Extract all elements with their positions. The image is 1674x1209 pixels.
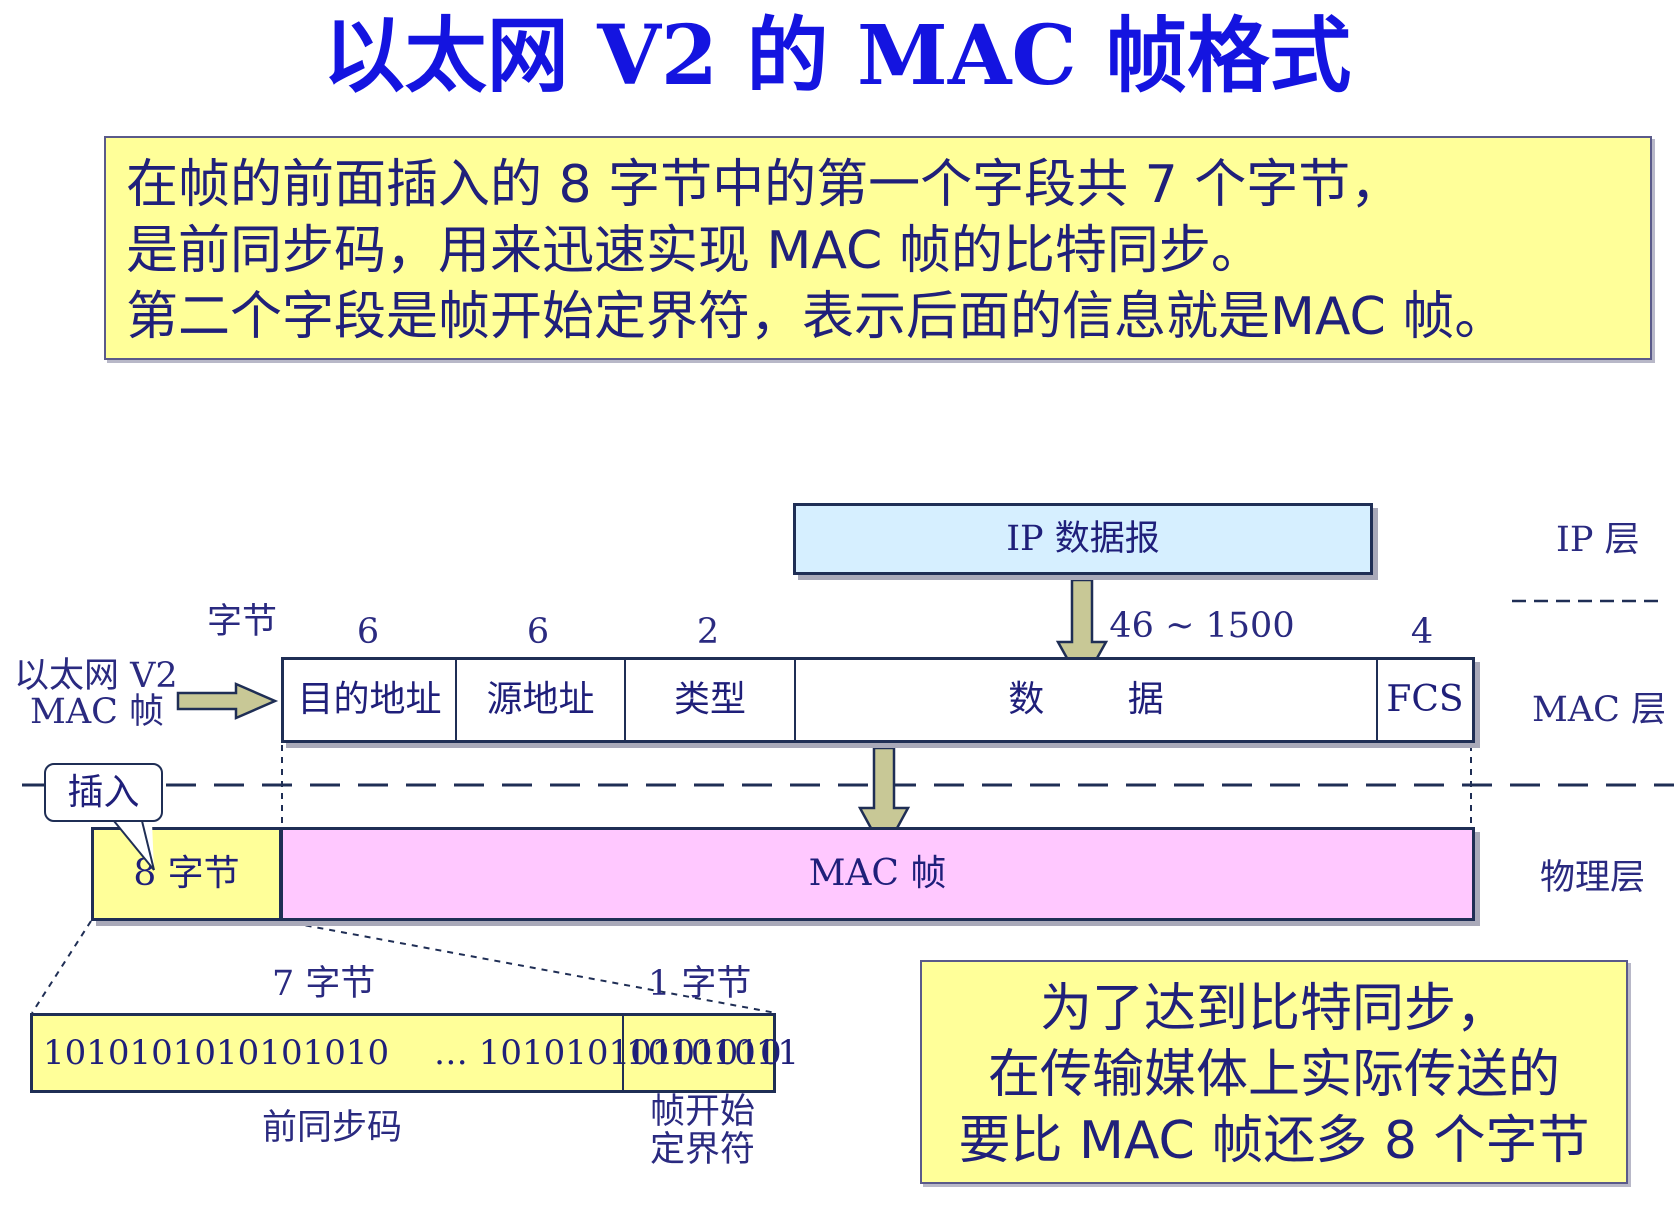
mac-frame-bar: MAC 帧 [280, 827, 1475, 921]
sfd-name-line-1: 帧开始 [650, 1092, 756, 1132]
preamble-name: 前同步码 [262, 1108, 403, 1148]
field-data: 数 据 [796, 660, 1378, 740]
bottom-note-line-2: 在传输媒体上实际传送的 [987, 1045, 1560, 1105]
field-size-data: 46 ~ 1500 [1109, 606, 1295, 646]
field-source-address: 源地址 [457, 660, 626, 740]
top-note-line-2: 是前同步码，用来迅速实现 MAC 帧的比特同步。 [126, 221, 1263, 281]
frame-label-line-1: 以太网 V2 [14, 656, 178, 696]
field-size-src: 6 [526, 612, 550, 652]
sfd-bits: 10101011 [626, 1033, 800, 1073]
top-note-line-1: 在帧的前面插入的 8 字节中的第一个字段共 7 个字节， [126, 155, 1403, 215]
ip-datagram-box: IP 数据报 [793, 503, 1373, 575]
field-dest-address: 目的地址 [284, 660, 457, 740]
field-fcs: FCS [1386, 679, 1464, 720]
layer-label-ip: IP 层 [1556, 520, 1640, 560]
bottom-note-line-1: 为了达到比特同步， [1039, 979, 1508, 1039]
layer-label-physical: 物理层 [1540, 858, 1646, 898]
sfd-name-line-2: 定界符 [650, 1130, 756, 1170]
bits-divider [622, 1016, 624, 1090]
top-note-line-3: 第二个字段是帧开始定界符，表示后面的信息就是MAC 帧。 [126, 287, 1507, 347]
bytes-label: 字节 [207, 602, 278, 642]
preamble-bits: 1010101010101010 … 10101010101010 [43, 1033, 782, 1073]
field-size-dest: 6 [356, 612, 380, 652]
slide-title: 以太网 V2 的 MAC 帧格式 [322, 8, 1352, 104]
field-type: 类型 [626, 660, 796, 740]
top-note: 在帧的前面插入的 8 字节中的第一个字段共 7 个字节， 是前同步码，用来迅速实… [104, 136, 1652, 360]
field-size-type: 2 [696, 612, 720, 652]
preamble-zoom-left [31, 920, 92, 1014]
frame-label-line-2: MAC 帧 [30, 692, 165, 732]
one-byte-label: 1 字节 [648, 964, 752, 1004]
preamble-8-byte-block: 8 字节 [91, 827, 282, 921]
bottom-note: 为了达到比特同步， 在传输媒体上实际传送的 要比 MAC 帧还多 8 个字节 [920, 960, 1628, 1184]
layer-label-mac: MAC 层 [1532, 690, 1667, 730]
callout-tail [113, 820, 158, 871]
preamble-bits-box: 1010101010101010 … 10101010101010 101010… [30, 1013, 799, 1093]
mac-frame-fields: 目的地址 源地址 类型 数 据 FCS [281, 657, 1475, 743]
frame-entry-arrow [176, 682, 279, 720]
bottom-note-line-3: 要比 MAC 帧还多 8 个字节 [958, 1111, 1590, 1171]
seven-bytes-label: 7 字节 [272, 964, 376, 1004]
insert-callout: 插入 [44, 763, 163, 822]
field-size-fcs: 4 [1410, 612, 1434, 652]
